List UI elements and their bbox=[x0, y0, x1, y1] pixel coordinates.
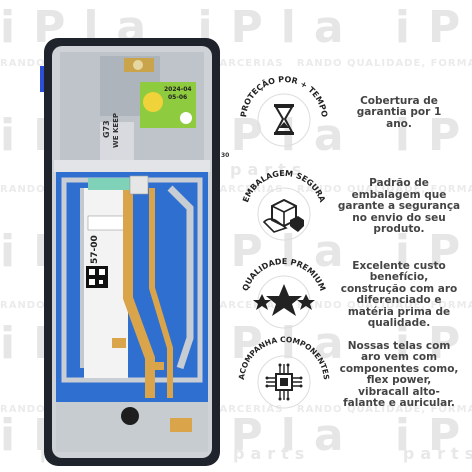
feature-text: Padrão de embalagem que garante a segura… bbox=[337, 177, 461, 236]
premium-star-icon bbox=[253, 284, 315, 316]
flex-model-label: G73 bbox=[102, 120, 111, 138]
secure-box-icon bbox=[262, 198, 304, 233]
flex-connector bbox=[88, 178, 136, 190]
flex-keep-label: WE KEEP bbox=[112, 112, 120, 148]
feature-quality: QUALIDADE PREMIUM Excelente custo benefí… bbox=[234, 250, 470, 340]
feature-text: Cobertura de garantia por 1 ano. bbox=[356, 94, 442, 130]
feature-components: ACOMPANHA COMPONENTES Nossas telas com a… bbox=[234, 330, 470, 420]
flex-code-label: 57-00 bbox=[90, 235, 100, 264]
metal-bracket-right bbox=[167, 185, 194, 370]
gold-flex-mid bbox=[149, 188, 173, 398]
feature-text: Nossas telas com aro vem com componentes… bbox=[339, 339, 459, 409]
badge-components: ACOMPANHA COMPONENTES bbox=[234, 330, 334, 420]
sticker-logo bbox=[143, 92, 163, 112]
vibration-motor bbox=[121, 407, 139, 425]
badge-packaging: EMBALAGEM SEGURA bbox=[234, 162, 334, 252]
sticker-date-1: 2024-04 bbox=[164, 86, 192, 93]
badge-title: PROTEÇÃO POR + TEMPO bbox=[239, 75, 329, 118]
display-frame-illustration bbox=[40, 38, 220, 466]
sticker-number: 30 bbox=[221, 152, 230, 159]
hourglass-icon bbox=[274, 104, 294, 135]
sticker-date-2: 05-06 bbox=[168, 94, 188, 101]
display-assembly: 2024-04 05-06 30 G73 WE KEEP 57-00 bbox=[40, 38, 230, 470]
badge-warranty: PROTEÇÃO POR + TEMPO bbox=[234, 68, 334, 158]
badge-quality: QUALIDADE PREMIUM bbox=[234, 250, 334, 340]
chip-components-icon bbox=[265, 363, 303, 401]
gold-flex-left bbox=[123, 188, 155, 398]
feature-warranty: PROTEÇÃO POR + TEMPO Cobertura de garant… bbox=[234, 68, 470, 158]
feature-packaging: EMBALAGEM SEGURA Padrão de embalagem que… bbox=[234, 162, 470, 252]
svg-text:PROTEÇÃO POR + TEMPO: PROTEÇÃO POR + TEMPO bbox=[239, 75, 329, 118]
feature-text: Excelente custo benefício, construção co… bbox=[340, 259, 458, 329]
